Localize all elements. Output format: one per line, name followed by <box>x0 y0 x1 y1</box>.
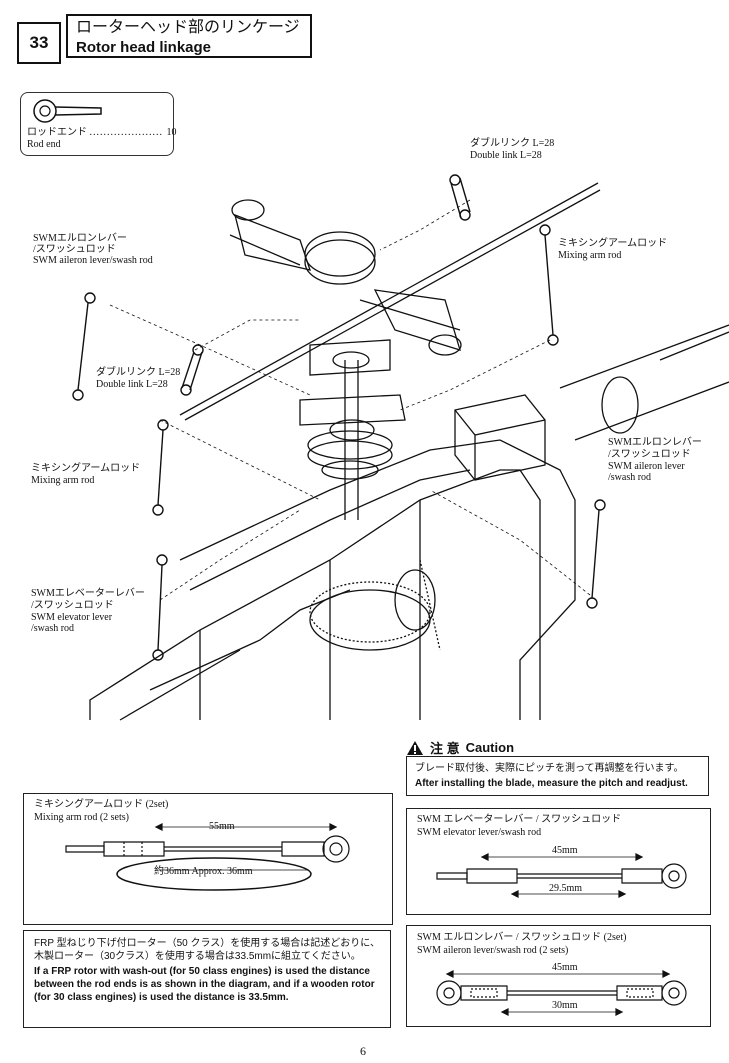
label-swm-aileron-left-jp1: SWMエルロンレバー <box>33 233 127 244</box>
caution-heading-jp: 注 意 <box>430 741 460 756</box>
caution-heading: 注 意 Caution <box>406 738 514 757</box>
step-title-jp: ローターヘッド部のリンケージ <box>76 19 300 36</box>
label-swm-aileron-left-en: SWM aileron lever/swash rod <box>33 255 153 266</box>
caution-box: ブレード取付後、実際にピッチを測って再調整を行います。 After instal… <box>406 756 709 796</box>
aileron-rod-dim-total: 45mm <box>552 962 578 973</box>
mixing-rod-dim-total: 55mm <box>209 821 235 832</box>
elevator-rod-dim-total: 45mm <box>552 845 578 856</box>
part-name-en: Rod end <box>27 139 61 150</box>
label-swm-elevator-left-en1: SWM elevator lever <box>31 612 113 623</box>
elevator-rod-detail-box: SWM エレベーターレバー / スワッシュロッド SWM elevator le… <box>406 808 711 915</box>
label-swm-aileron-right-en2: /swash rod <box>608 472 652 483</box>
aileron-rod-detail-box: SWM エルロンレバー / スワッシュロッド (2set) SWM ailero… <box>406 925 711 1027</box>
aileron-rod-dim-inner: 30mm <box>552 1000 578 1011</box>
caution-text-en: After installing the blade, measure the … <box>415 778 688 789</box>
aileron-rod-title-jp: SWM エルロンレバー / スワッシュロッド (2set) <box>417 932 627 943</box>
mixing-rod-drawing <box>65 823 350 891</box>
caution-text-jp: ブレード取付後、実際にピッチを測って再調整を行います。 <box>415 763 684 774</box>
elevator-rod-dim-inner: 29.5mm <box>549 883 583 894</box>
aileron-rod-drawing <box>436 970 687 1016</box>
warning-icon <box>407 740 423 755</box>
label-double-link-top-jp: ダブルリンク L=28 <box>470 138 555 149</box>
mixing-rod-title-jp: ミキシングアームロッド (2set) <box>34 799 169 810</box>
note-text-en: If a FRP rotor with wash-out (for 50 cla… <box>34 966 375 1003</box>
label-swm-aileron-left-jp2: /スワッシュロッド <box>33 244 116 255</box>
label-swm-aileron-right-en1: SWM aileron lever <box>608 461 685 472</box>
step-number: 33 <box>17 22 61 64</box>
step-title-box: ローターヘッド部のリンケージ Rotor head linkage <box>66 14 312 58</box>
label-swm-elevator-left-jp2: /スワッシュロッド <box>31 600 114 611</box>
mixing-rod-detail-box: ミキシングアームロッド (2set) Mixing arm rod (2 set… <box>23 793 393 925</box>
rotor-head-assembly-illustration <box>72 174 729 721</box>
label-swm-aileron-right-jp1: SWMエルロンレバー <box>608 437 702 448</box>
step-title-en: Rotor head linkage <box>76 39 212 56</box>
aileron-rod-title-en: SWM aileron lever/swash rod (2 sets) <box>417 945 569 956</box>
label-double-link-mid-jp: ダブルリンク L=28 <box>96 367 181 378</box>
rod-end-icon <box>33 99 102 123</box>
label-mixing-arm-left-en: Mixing arm rod <box>31 475 95 486</box>
wash-out-note-box: FRP 型ねじり下げ付ローター（50 クラス）を使用する場合は記述どおりに、木製… <box>23 930 391 1028</box>
label-double-link-mid-en: Double link L=28 <box>96 379 168 390</box>
label-double-link-top-en: Double link L=28 <box>470 150 542 161</box>
caution-heading-en: Caution <box>465 740 515 755</box>
part-quantity: 10 <box>166 127 177 138</box>
label-swm-aileron-right-jp2: /スワッシュロッド <box>608 449 691 460</box>
label-mixing-arm-left-jp: ミキシングアームロッド <box>31 463 141 474</box>
part-name-jp: ロッドエンド <box>27 127 87 138</box>
label-swm-elevator-left-en2: /swash rod <box>31 623 75 634</box>
label-swm-elevator-left-jp1: SWMエレベーターレバー <box>31 588 145 599</box>
note-text-jp: FRP 型ねじり下げ付ローター（50 クラス）を使用する場合は記述どおりに、木製… <box>34 938 380 962</box>
elevator-rod-title-en: SWM elevator lever/swash rod <box>417 827 542 838</box>
page-number: 6 <box>360 1044 366 1058</box>
parts-box: ロッドエンド ..................... 10 Rod end <box>20 92 177 156</box>
elevator-rod-drawing <box>436 853 687 898</box>
mixing-rod-title-en: Mixing arm rod (2 sets) <box>34 812 129 823</box>
label-mixing-arm-right-en: Mixing arm rod <box>558 250 622 261</box>
elevator-rod-title-jp: SWM エレベーターレバー / スワッシュロッド <box>417 814 622 825</box>
mixing-rod-dim-inner: 約36mm Approx. 36mm <box>154 866 253 877</box>
label-mixing-arm-right-jp: ミキシングアームロッド <box>558 238 668 249</box>
